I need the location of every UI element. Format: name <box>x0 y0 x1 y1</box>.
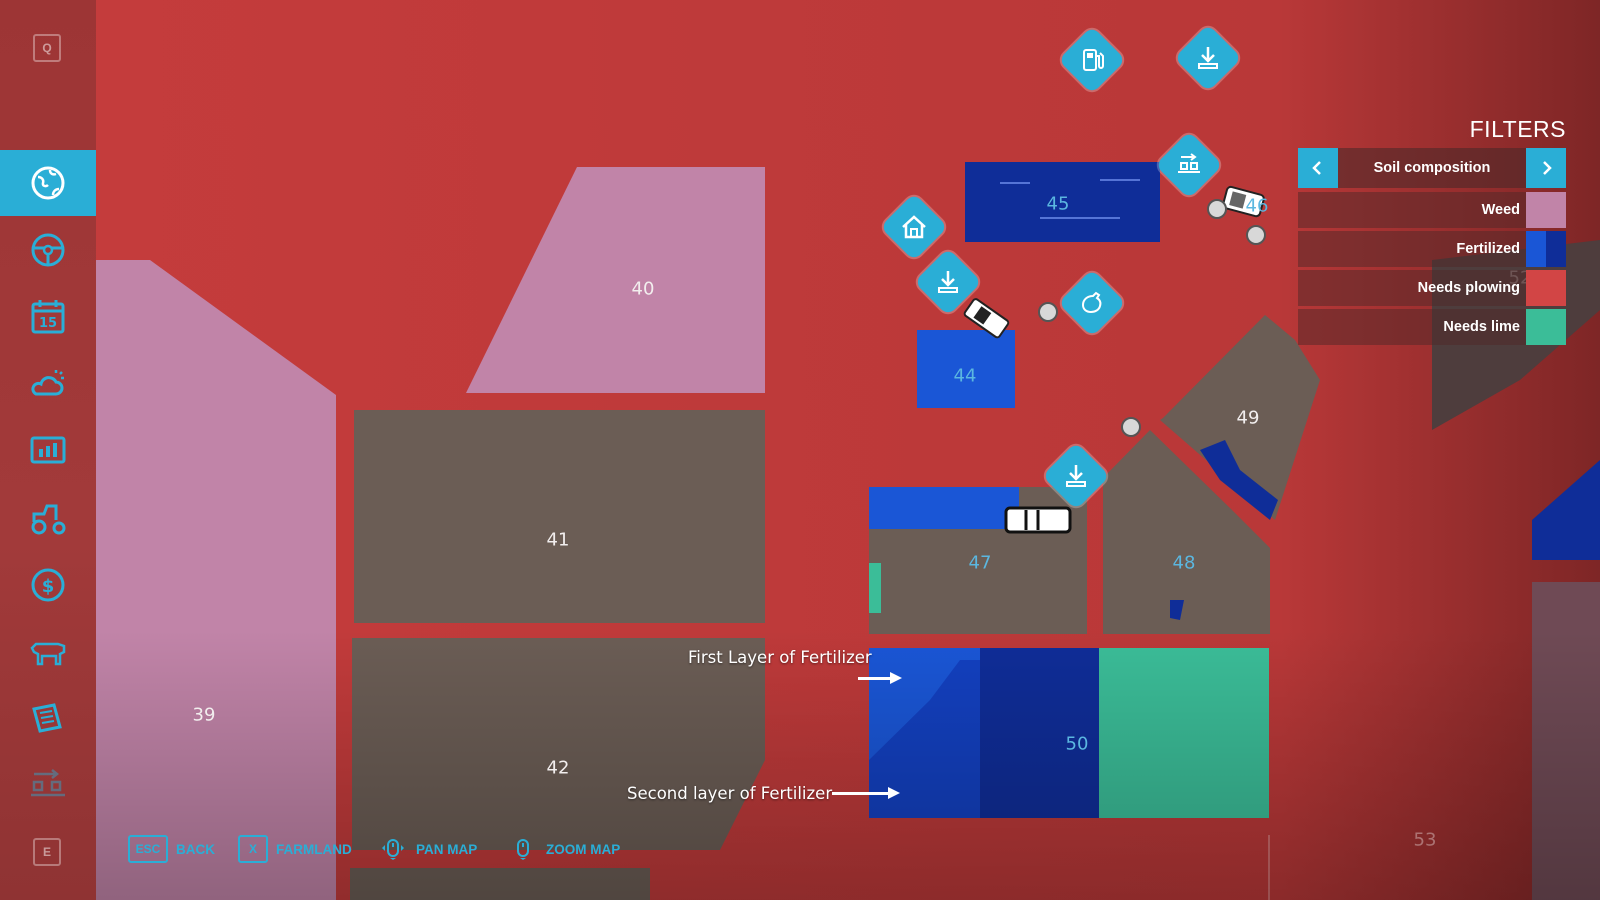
filter-item-fertilized[interactable]: Fertilized <box>1298 231 1566 267</box>
calendar-icon: 15 <box>31 300 65 334</box>
sell-point-poi-2[interactable] <box>914 248 982 316</box>
weather-icon <box>31 370 64 396</box>
animal-icon <box>1081 291 1102 314</box>
sidebar-item-contracts[interactable] <box>0 686 96 752</box>
filter-next-button[interactable] <box>1526 148 1566 188</box>
filter-item-needs-lime[interactable]: Needs lime <box>1298 309 1566 345</box>
filter-swatch-needs-lime <box>1526 309 1566 345</box>
filter-label-weed: Weed <box>1481 202 1520 218</box>
farmhouse-poi[interactable] <box>880 193 948 261</box>
field-label-53: 53 <box>1413 829 1437 851</box>
field-label-42: 42 <box>546 757 570 779</box>
filter-swatch-needs-plowing <box>1526 270 1566 306</box>
zoom-map-label: ZOOM MAP <box>546 841 621 857</box>
field-label-40: 40 <box>631 278 655 300</box>
field-label-48: 48 <box>1172 552 1196 574</box>
farmland-label: FARMLAND <box>276 841 352 857</box>
sidebar: Q 15 <box>0 0 96 900</box>
field-label-41: 41 <box>546 529 570 551</box>
sidebar-item-map[interactable] <box>0 150 96 216</box>
animals-icon <box>30 642 66 666</box>
filter-mode-label: Soil composition <box>1373 160 1491 176</box>
production-icon <box>1178 153 1200 173</box>
filter-swatch-fertilized <box>1526 231 1566 267</box>
map-globe-icon <box>31 166 65 200</box>
vehicle-marker-2 <box>1222 185 1265 218</box>
field-label-49: 49 <box>1236 407 1260 429</box>
zoom-map-hint[interactable]: ZOOM MAP <box>508 832 620 866</box>
svg-text:$: $ <box>42 576 55 597</box>
calendar-day: 15 <box>39 316 57 331</box>
filter-swatch-weed <box>1526 192 1566 228</box>
field-label-44: 44 <box>953 365 977 387</box>
mouse-wheel-icon <box>517 839 529 860</box>
arrow-first-layer <box>858 672 902 684</box>
finances-icon: $ <box>31 568 65 602</box>
pan-map-label: PAN MAP <box>416 841 478 857</box>
field-label-50: 50 <box>1065 733 1089 755</box>
harvester-marker <box>1004 506 1072 534</box>
annotation-second-layer: Second layer of Fertilizer <box>627 784 833 803</box>
fuel-station-poi[interactable] <box>1058 26 1126 94</box>
filter-item-weed[interactable]: Weed <box>1298 192 1566 228</box>
waypoint-dot[interactable] <box>1038 302 1058 322</box>
key-hint-e[interactable]: E <box>33 838 61 866</box>
field-label-46: 46 <box>1245 195 1269 217</box>
sell-point-icon <box>1066 465 1086 487</box>
field-label-39: 39 <box>192 704 216 726</box>
chevron-right-icon <box>1543 161 1552 175</box>
filter-label-needs-plowing: Needs plowing <box>1417 280 1520 296</box>
sell-point-icon <box>1198 47 1218 69</box>
contracts-icon <box>32 703 62 733</box>
sell-point-poi-1[interactable] <box>1174 24 1242 92</box>
vehicle-marker <box>963 298 1010 339</box>
annotation-first-layer: First Layer of Fertilizer <box>688 648 872 667</box>
filter-item-needs-plowing[interactable]: Needs plowing <box>1298 270 1566 306</box>
sidebar-item-calendar[interactable]: 15 <box>0 284 96 350</box>
sidebar-item-vehicles[interactable] <box>0 485 96 551</box>
waypoint-dot[interactable] <box>1121 417 1141 437</box>
waypoint-dot[interactable] <box>1246 225 1266 245</box>
field-label-47: 47 <box>968 552 992 574</box>
statistics-icon <box>30 436 66 464</box>
sidebar-item-production[interactable] <box>0 753 96 819</box>
farmland-hint[interactable]: X FARMLAND <box>238 832 352 866</box>
waypoint-dot[interactable] <box>1207 199 1227 219</box>
sidebar-item-weather[interactable] <box>0 351 96 417</box>
pan-map-hint[interactable]: PAN MAP <box>378 832 477 866</box>
tractor-icon <box>31 504 66 535</box>
sidebar-item-vehicle-control[interactable] <box>0 217 96 283</box>
production-poi[interactable] <box>1155 131 1223 199</box>
field-label-45: 45 <box>1046 193 1070 215</box>
filter-label-needs-lime: Needs lime <box>1443 319 1520 335</box>
mouse-pan-icon <box>382 839 404 860</box>
steering-wheel-icon <box>31 233 65 267</box>
filter-mode-selector[interactable]: Soil composition <box>1298 148 1566 188</box>
sell-point-poi-3[interactable] <box>1042 442 1110 510</box>
animal-pen-poi[interactable] <box>1058 269 1126 337</box>
filters-title: FILTERS <box>1469 116 1566 142</box>
farmhouse-icon <box>902 215 926 239</box>
fuel-station-icon <box>1083 49 1104 71</box>
x-keycap: X <box>238 835 268 863</box>
filter-prev-button[interactable] <box>1298 148 1338 188</box>
back-label: BACK <box>176 841 215 857</box>
filter-label-fertilized: Fertilized <box>1456 241 1520 257</box>
esc-keycap: ESC <box>128 835 168 863</box>
key-hint-q[interactable]: Q <box>33 34 61 62</box>
sell-point-icon <box>938 271 958 293</box>
sidebar-item-animals[interactable] <box>0 619 96 685</box>
production-chain-icon <box>31 769 65 797</box>
sidebar-item-statistics[interactable] <box>0 418 96 484</box>
chevron-left-icon <box>1312 161 1321 175</box>
sidebar-item-finances[interactable]: $ <box>0 552 96 618</box>
arrow-second-layer <box>832 787 900 799</box>
back-hint[interactable]: ESC BACK <box>128 832 215 866</box>
